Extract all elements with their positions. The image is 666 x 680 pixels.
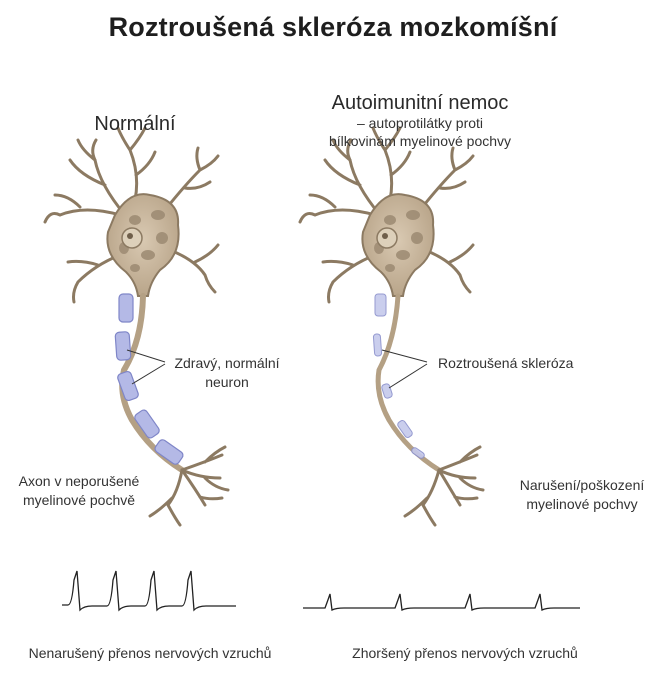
label-axon-line-1: Axon v neporušené — [18, 473, 140, 489]
damaged-myelin — [372, 293, 425, 459]
cell-body-ms — [361, 193, 435, 297]
myelin-segments — [114, 293, 184, 465]
label-healthy-neuron-line-1: Zdravý, normální — [174, 355, 280, 371]
axon-ms — [375, 293, 442, 473]
right-subheading-line-2: bílkovinám myelinové pochvy — [328, 133, 512, 149]
impaired-signal-trace — [303, 593, 580, 611]
label-ms: Roztroušená skleróza — [438, 355, 574, 371]
ms-neuron — [298, 126, 485, 527]
left-caption: Nenarušený přenos nervových vzruchů — [28, 645, 272, 661]
label-healthy-neuron-line-2: neuron — [205, 374, 249, 390]
cell-body — [106, 193, 180, 297]
label-damage-line-1: Narušení/poškození — [519, 477, 645, 493]
right-caption: Zhoršený přenos nervových vzruchů — [352, 645, 578, 661]
label-axon-line-2: myelinové pochvě — [22, 492, 136, 508]
axon — [119, 293, 185, 473]
right-heading: Autoimunitní nemoc — [331, 92, 509, 114]
axon-terminals-left — [148, 445, 230, 527]
page-title: Roztroušená skleróza mozkomíšní — [108, 12, 558, 42]
healthy-signal-trace — [62, 570, 236, 612]
right-subheading-line-1: – autoprotilátky proti — [356, 115, 484, 131]
label-damage-line-2: myelinové pochvy — [526, 496, 638, 512]
left-heading: Normální — [94, 113, 176, 135]
axon-terminals-right — [403, 445, 485, 527]
healthy-neuron — [43, 126, 230, 527]
